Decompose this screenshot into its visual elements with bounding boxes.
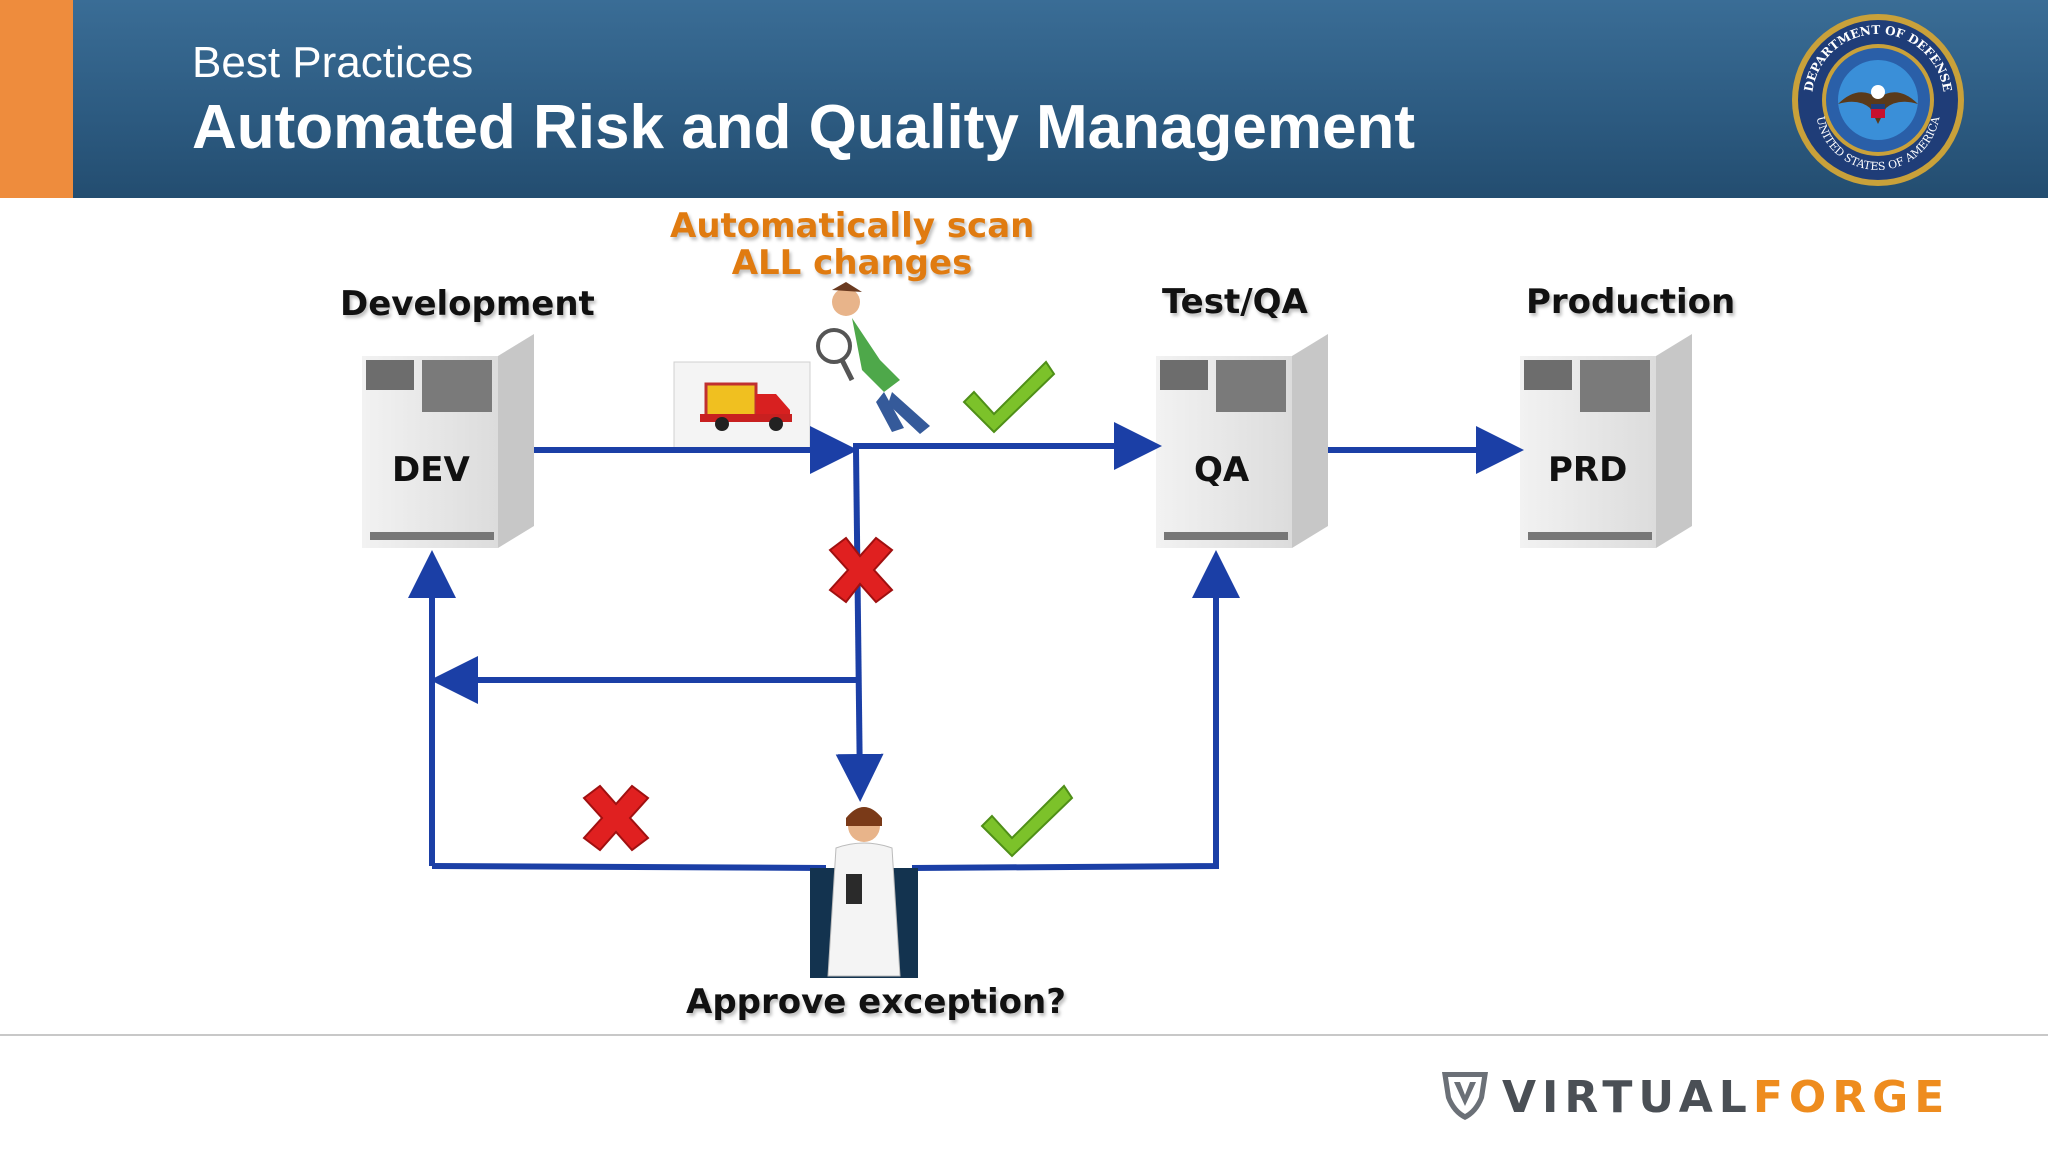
dod-seal-icon: DEPARTMENT OF DEFENSE UNITED STATES OF A…	[1792, 14, 1964, 186]
scanner-person-icon	[816, 282, 930, 434]
server-qa	[1156, 334, 1328, 548]
server-label-prd: PRD	[1548, 450, 1628, 490]
stage-label-development: Development	[340, 284, 595, 324]
approver-doctor-icon	[810, 807, 918, 978]
slide-subtitle: Best Practices	[192, 38, 474, 87]
virtualforge-logo: VIRTUALFORGE	[1440, 1068, 1960, 1128]
truck-icon	[673, 361, 811, 449]
server-label-dev: DEV	[392, 450, 470, 490]
check-icon	[962, 360, 1056, 434]
slide-title: Automated Risk and Quality Management	[192, 93, 1415, 162]
virtualforge-shield-icon	[1442, 1072, 1488, 1120]
footer-divider	[0, 1034, 2048, 1036]
annotation-scan-line1: Automatically scan	[670, 206, 1035, 246]
arrow-scan-to-approval	[835, 449, 884, 802]
server-label-qa: QA	[1194, 450, 1250, 490]
cross-icon	[828, 536, 894, 604]
annotation-scan-line2: ALL changes	[731, 243, 973, 283]
arrow-scan-to-qa	[853, 422, 1162, 470]
cross-icon	[582, 784, 650, 852]
approval-label: Approve exception?	[686, 982, 1066, 1022]
stage-label-production: Production	[1526, 282, 1736, 322]
stage-label-test-qa: Test/QA	[1162, 282, 1308, 322]
server-prd	[1520, 334, 1692, 548]
check-icon	[980, 784, 1074, 858]
virtualforge-wordmark: VIRTUALFORGE	[1502, 1072, 1951, 1123]
arrow-approve-to-qa	[911, 550, 1240, 871]
header-accent-bar	[0, 0, 73, 198]
slide-header: Best Practices Automated Risk and Qualit…	[0, 0, 2048, 198]
server-dev	[362, 334, 534, 548]
